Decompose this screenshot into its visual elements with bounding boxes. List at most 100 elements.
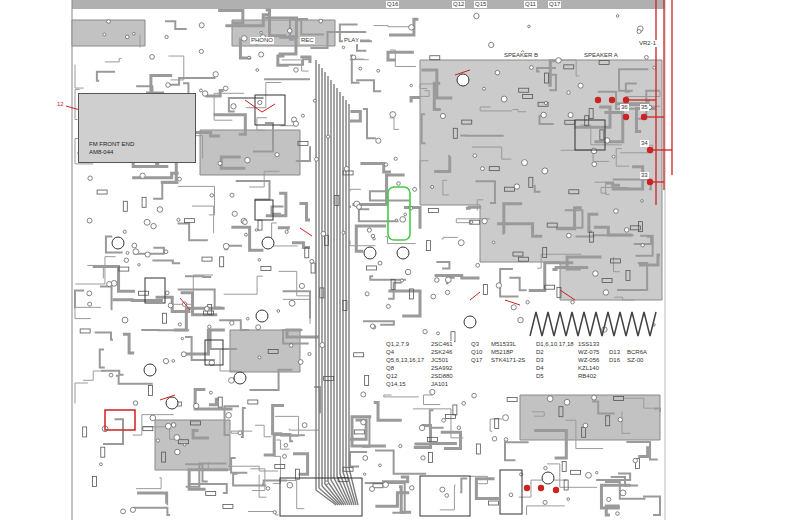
solder-pad xyxy=(567,91,570,94)
component-outline xyxy=(547,223,557,227)
solder-pad xyxy=(194,403,199,408)
copper-trace xyxy=(654,409,660,413)
solder-pad xyxy=(592,395,597,400)
part-label: M5218P xyxy=(490,349,514,356)
component-outline xyxy=(206,492,216,496)
solder-pad xyxy=(526,301,529,304)
component-outline xyxy=(589,232,593,242)
copper-trace xyxy=(249,171,279,187)
copper-trace xyxy=(537,68,556,71)
component-outline xyxy=(599,61,609,65)
copper-trace xyxy=(643,497,660,515)
solder-pad xyxy=(430,389,435,394)
copper-trace xyxy=(434,83,440,109)
copper-trace xyxy=(100,350,105,368)
solder-pad xyxy=(229,378,235,384)
copper-trace xyxy=(123,334,134,353)
solder-pad xyxy=(344,166,349,171)
copper-trace xyxy=(639,255,660,265)
transistor-symbol xyxy=(166,397,178,409)
part-label: KZL140 xyxy=(577,365,600,372)
solder-pad xyxy=(482,218,487,223)
solder-pad xyxy=(259,52,264,57)
component-outline xyxy=(489,167,499,171)
component-outline xyxy=(544,73,548,83)
solder-pad xyxy=(151,223,156,228)
leader-line xyxy=(505,300,520,305)
solder-pad xyxy=(175,449,181,455)
component-outline xyxy=(430,56,440,60)
transistor-symbol xyxy=(262,237,274,249)
copper-trace xyxy=(283,330,309,343)
copper-trace xyxy=(556,210,583,228)
ic-outline xyxy=(575,120,605,150)
copper-trace xyxy=(272,223,298,246)
component-outline xyxy=(505,187,515,191)
solder-pad xyxy=(501,96,507,102)
terminal-dot xyxy=(524,485,530,491)
copper-trace xyxy=(186,464,227,487)
component-outline xyxy=(343,301,347,311)
solder-pad xyxy=(458,240,464,246)
component-outline xyxy=(495,418,499,428)
component-outline xyxy=(163,313,167,323)
solder-pad xyxy=(326,135,329,138)
terminal-dot xyxy=(553,487,559,493)
copper-trace xyxy=(133,508,170,515)
module-box: FM FRONT ENDAM8-044 xyxy=(78,93,196,163)
solder-pad xyxy=(395,219,397,221)
solder-pad xyxy=(421,456,425,460)
copper-trace xyxy=(97,72,115,81)
part-label: 33 xyxy=(640,172,649,179)
copper-trace xyxy=(152,261,180,264)
copper-trace xyxy=(476,479,499,499)
component-outline xyxy=(453,128,457,138)
component-outline xyxy=(589,109,593,119)
ic-outline xyxy=(145,278,165,303)
copper-trace xyxy=(287,330,319,337)
part-label: D2 xyxy=(535,349,545,356)
component-outline xyxy=(324,376,334,380)
solder-pad xyxy=(294,68,298,72)
transistor-symbol xyxy=(457,74,469,86)
component-outline xyxy=(343,171,353,175)
solder-pad xyxy=(320,343,325,348)
copper-trace xyxy=(264,434,292,455)
part-label: Q8 xyxy=(385,365,395,372)
copper-trace xyxy=(624,398,653,408)
solder-pad xyxy=(244,233,247,236)
solder-pad xyxy=(633,458,637,462)
solder-pad xyxy=(509,493,513,497)
solder-pad xyxy=(578,83,583,88)
component-outline xyxy=(569,190,579,194)
copper-trace xyxy=(178,289,221,307)
copper-trace xyxy=(404,207,420,228)
solder-pad xyxy=(596,471,598,473)
copper-trace xyxy=(178,224,208,241)
solder-pad xyxy=(413,187,417,191)
copper-trace xyxy=(105,58,122,62)
solder-pad xyxy=(472,393,477,398)
solder-pad xyxy=(397,182,401,186)
solder-pad xyxy=(431,185,434,188)
copper-trace xyxy=(292,243,310,248)
solder-pad xyxy=(248,56,251,59)
copper-trace xyxy=(178,186,215,215)
solder-pad xyxy=(150,415,156,421)
component-outline xyxy=(258,220,262,230)
edge-connector-strip xyxy=(72,0,665,9)
copper-trace xyxy=(611,477,638,485)
copper-trace xyxy=(605,183,620,185)
copper-trace xyxy=(626,442,657,460)
part-label: D1,6,10,17,18 xyxy=(535,341,575,348)
copper-trace xyxy=(225,406,240,435)
part-label: SPEAKER B xyxy=(503,52,539,59)
part-label: 2SA992 xyxy=(430,365,453,372)
module-label: AM8-044 xyxy=(89,149,185,157)
copper-trace xyxy=(170,275,213,304)
pad-group xyxy=(78,13,656,515)
copper-trace xyxy=(83,371,104,380)
component-outline xyxy=(513,252,523,256)
copper-trace xyxy=(288,59,310,65)
component-outline xyxy=(354,430,364,434)
